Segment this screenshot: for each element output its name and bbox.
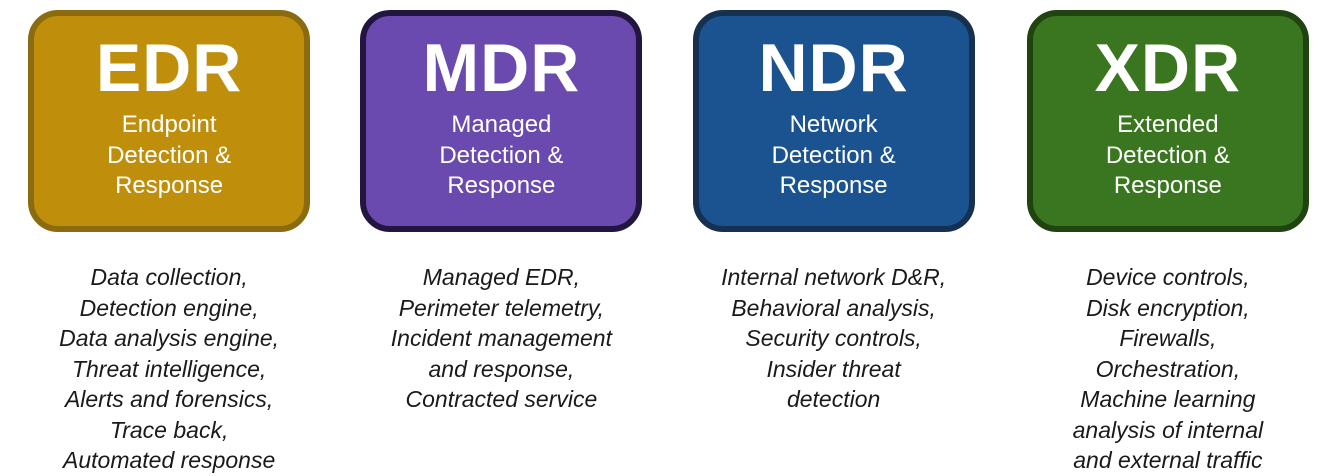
card-xdr: XDR Extended Detection & Response [1026,10,1309,232]
feature-list-mdr: Managed EDR, Perimeter telemetry, Incide… [390,264,612,413]
column-mdr: MDR Managed Detection & Response Managed… [340,0,662,415]
card-ndr: NDR Network Detection & Response [692,10,975,232]
card-acronym-edr: EDR [95,30,243,106]
card-expansion-edr: Endpoint Detection & Response [107,111,232,200]
card-acronym-mdr: MDR [422,30,581,106]
card-acronym-ndr: NDR [758,30,909,106]
column-edr: EDR Endpoint Detection & Response Data c… [8,0,330,476]
card-expansion-ndr: Network Detection & Response [771,111,896,200]
feature-list-ndr: Internal network D&R, Behavioral analysi… [721,264,947,413]
card-expansion-xdr: Extended Detection & Response [1105,111,1230,200]
column-ndr: NDR Network Detection & Response Interna… [673,0,995,415]
feature-list-edr: Data collection, Detection engine, Data … [59,264,280,474]
card-edr: EDR Endpoint Detection & Response [28,10,311,232]
column-xdr: XDR Extended Detection & Response Device… [1007,0,1329,476]
card-expansion-mdr: Managed Detection & Response [439,111,564,200]
card-acronym-xdr: XDR [1094,30,1242,106]
feature-list-xdr: Device controls, Disk encryption, Firewa… [1072,264,1264,474]
card-mdr: MDR Managed Detection & Response [360,10,643,232]
